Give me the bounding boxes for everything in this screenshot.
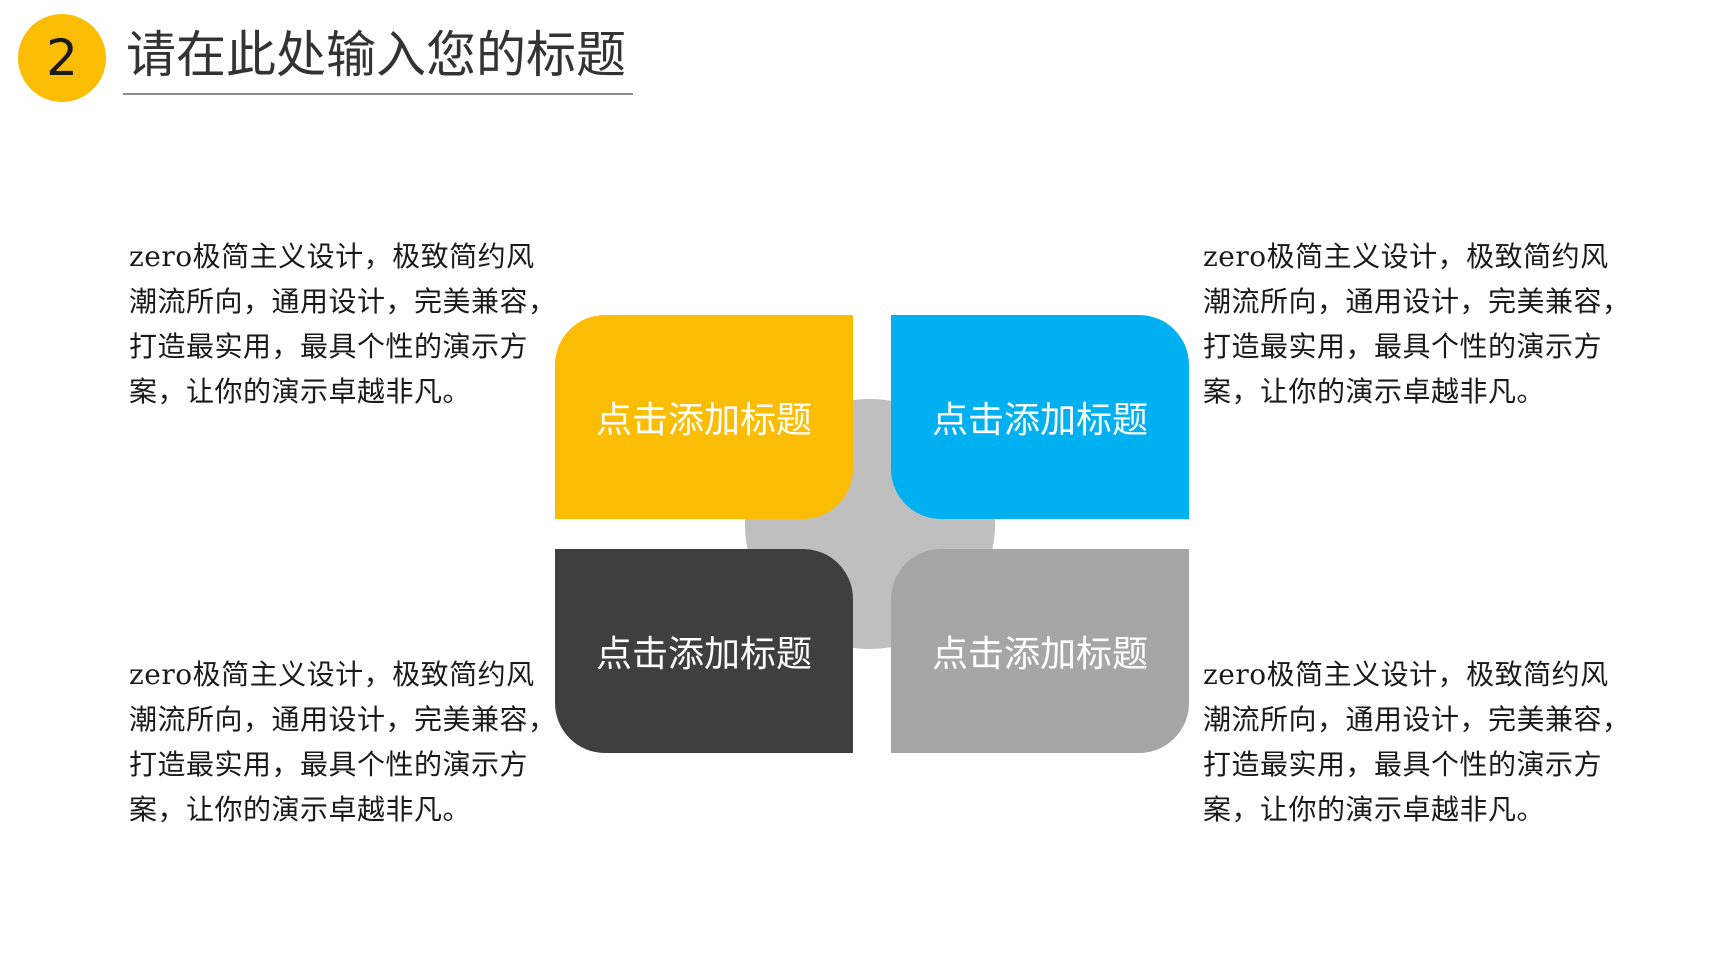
tile-top-left[interactable]: 点击添加标题 xyxy=(555,315,853,519)
description-bottom-left[interactable]: zero极简主义设计，极致简约风潮流所向，通用设计，完美兼容，打造最实用，最具个… xyxy=(129,658,557,826)
section-number-badge: 2 xyxy=(18,14,106,102)
description-top-right[interactable]: zero极简主义设计，极致简约风潮流所向，通用设计，完美兼容，打造最实用，最具个… xyxy=(1203,240,1631,408)
tile-top-left-label: 点击添加标题 xyxy=(595,400,812,441)
tile-bottom-left-label: 点击添加标题 xyxy=(595,634,812,675)
tile-bottom-right[interactable]: 点击添加标题 xyxy=(891,549,1189,753)
tile-top-right[interactable]: 点击添加标题 xyxy=(891,315,1189,519)
description-top-left[interactable]: zero极简主义设计，极致简约风潮流所向，通用设计，完美兼容，打造最实用，最具个… xyxy=(129,240,557,408)
tile-bottom-right-label: 点击添加标题 xyxy=(931,634,1148,675)
title-underline xyxy=(123,93,633,95)
description-bottom-right[interactable]: zero极简主义设计，极致简约风潮流所向，通用设计，完美兼容，打造最实用，最具个… xyxy=(1203,658,1631,826)
tile-top-right-label: 点击添加标题 xyxy=(931,400,1148,441)
tile-bottom-left[interactable]: 点击添加标题 xyxy=(555,549,853,753)
page-title[interactable]: 请在此处输入您的标题 xyxy=(126,26,626,84)
